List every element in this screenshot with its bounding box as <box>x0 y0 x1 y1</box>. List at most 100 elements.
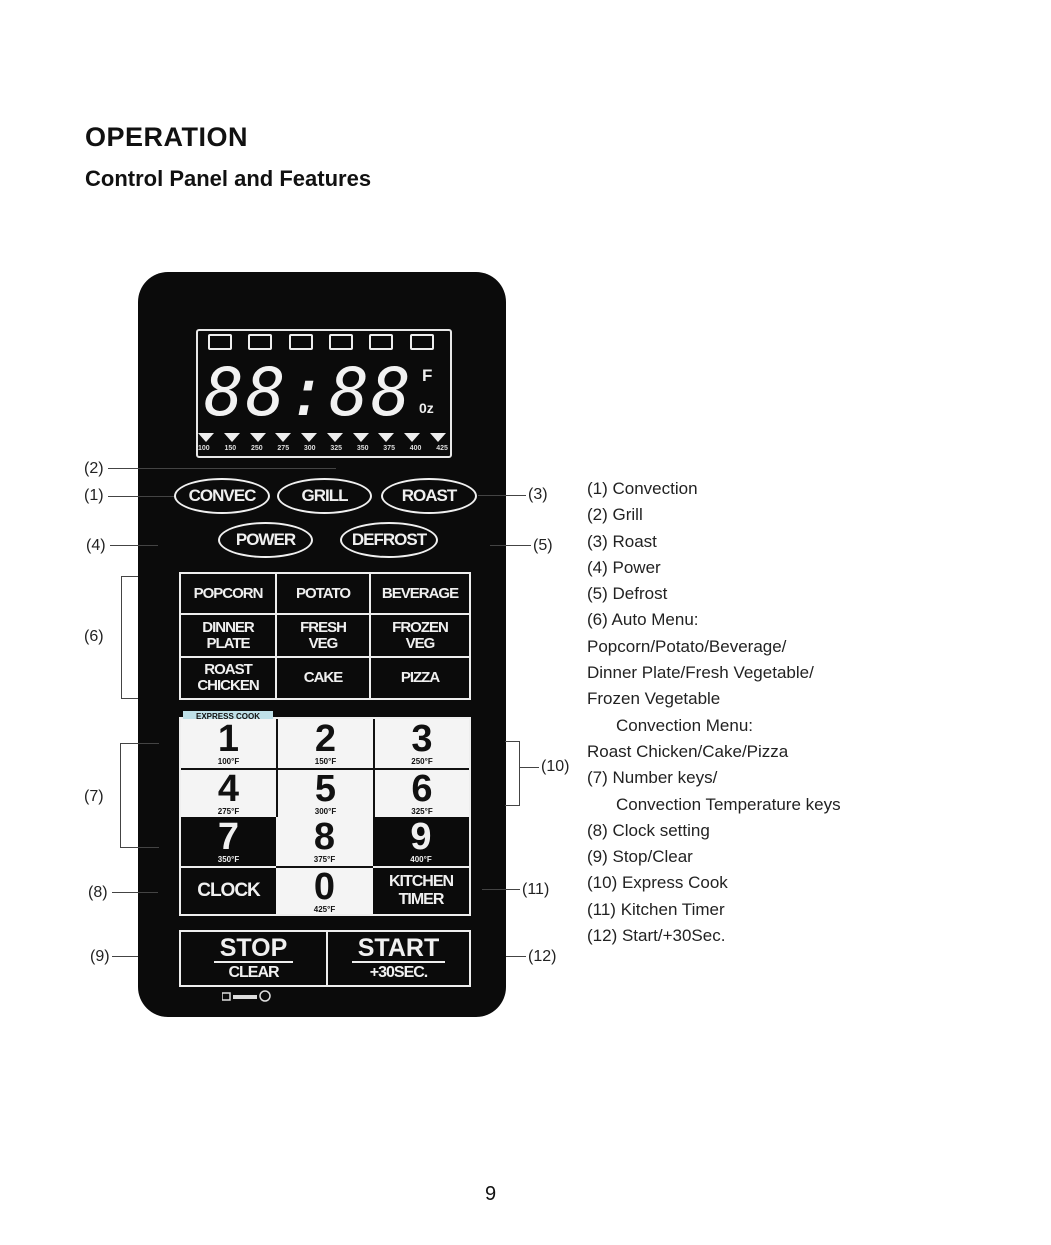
temp-label: 325 <box>330 445 343 452</box>
start-label: START <box>351 935 446 963</box>
indicator-triangle-icon <box>223 433 240 442</box>
legend-item: (10) Express Cook <box>587 873 728 893</box>
bracket-10 <box>505 741 520 806</box>
callout-8: (8) <box>88 884 108 901</box>
temp-label: 150 <box>224 445 237 452</box>
temp-label: 250 <box>250 445 263 452</box>
page-number: 9 <box>485 1183 497 1205</box>
grill-mode-icon <box>288 334 313 350</box>
plus30-label: +30SEC. <box>369 963 428 981</box>
indicator-triangle-icon <box>404 433 421 442</box>
indicator-triangle-icon <box>378 433 395 442</box>
potato-button[interactable]: POTATO <box>296 584 351 602</box>
number-key-3[interactable]: 3 250°F <box>373 719 469 768</box>
key-temp: 300°F <box>314 807 337 816</box>
convec-button[interactable]: CONVEC <box>174 478 270 514</box>
indicator-triangle-icon <box>249 433 266 442</box>
roast-chicken-button[interactable]: ROAST CHICKEN <box>181 658 275 698</box>
fresh-veg-button[interactable]: FRESH VEG <box>277 615 369 656</box>
leader-line <box>506 956 526 957</box>
leader-line <box>108 496 174 497</box>
stop-clear-button[interactable]: STOP CLEAR <box>181 932 326 985</box>
kitchen-timer-button[interactable]: KITCHEN TIMER <box>373 866 469 914</box>
leader-line <box>490 545 531 546</box>
indicator-triangle-icon <box>352 433 369 442</box>
temp-label: 425 <box>436 445 448 452</box>
callout-9: (9) <box>90 948 110 965</box>
number-key-4[interactable]: 4 275°F <box>181 768 276 817</box>
callout-1: (1) <box>84 487 104 504</box>
key-digit: 9 <box>410 816 432 858</box>
key-temp: 425°F <box>313 904 336 914</box>
display-unit-f: F <box>422 366 433 385</box>
legend-item: (11) Kitchen Timer <box>587 899 725 919</box>
callout-11: (11) <box>522 881 550 898</box>
kitchen-timer-line1: KITCHEN <box>388 873 454 890</box>
pizza-button[interactable]: PIZZA <box>400 669 440 686</box>
number-key-0[interactable]: 0 425°F <box>276 866 373 914</box>
number-key-2[interactable]: 2 150°F <box>276 719 373 768</box>
clock-button[interactable]: CLOCK <box>181 866 276 914</box>
legend-item: (7) Number keys/ <box>587 768 718 788</box>
start-button[interactable]: START +30SEC. <box>328 932 469 985</box>
section-subtitle: Control Panel and Features <box>85 166 372 191</box>
frozen-veg-line2: VEG <box>405 634 436 652</box>
grill-button[interactable]: GRILL <box>277 478 372 514</box>
key-temp: 100°F <box>217 757 240 766</box>
bracket-6 <box>121 576 138 699</box>
dinner-plate-button[interactable]: DINNER PLATE <box>181 615 275 656</box>
callout-5: (5) <box>533 537 553 554</box>
lcd-display <box>196 329 452 458</box>
grid-divider <box>181 656 469 658</box>
temp-label: 100 <box>198 445 210 452</box>
grid-divider <box>275 574 277 698</box>
clear-label: CLEAR <box>228 963 279 981</box>
number-key-9[interactable]: 9 400°F <box>373 817 469 866</box>
callout-10: (10) <box>541 758 570 775</box>
roast-button[interactable]: ROAST <box>381 478 477 514</box>
key-temp: 275°F <box>217 807 240 816</box>
legend-item: (6) Auto Menu: <box>587 610 699 630</box>
defrost-button[interactable]: DEFROST <box>340 522 438 558</box>
legend-item: Roast Chicken/Cake/Pizza <box>587 741 789 761</box>
temperature-indicator-row <box>198 433 446 442</box>
number-key-6[interactable]: 6 325°F <box>373 768 469 817</box>
key-digit: 6 <box>411 768 433 810</box>
dinner-plate-line2: PLATE <box>206 634 250 652</box>
beverage-button[interactable]: BEVERAGE <box>381 584 459 602</box>
legend-item: (8) Clock setting <box>587 820 710 840</box>
key-digit: 3 <box>411 718 433 760</box>
key-digit: 2 <box>314 718 337 760</box>
number-key-1[interactable]: 1 100°F <box>181 719 276 768</box>
temp-label: 375 <box>383 445 395 452</box>
leader-line <box>108 468 336 469</box>
convection-mode-icon <box>208 334 233 350</box>
child-lock-icon <box>221 989 272 1003</box>
stop-label: STOP <box>213 935 294 963</box>
stop-start-block <box>179 930 471 987</box>
roast-chicken-line2: CHICKEN <box>197 677 259 694</box>
cake-button[interactable]: CAKE <box>303 669 344 686</box>
callout-4: (4) <box>86 537 106 554</box>
power-button[interactable]: POWER <box>218 522 313 558</box>
indicator-triangle-icon <box>275 433 292 442</box>
key-temp: 400°F <box>410 855 432 864</box>
key-digit: 7 <box>217 816 240 858</box>
temp-label: 300 <box>303 445 316 452</box>
callout-12: (12) <box>528 948 557 965</box>
key-digit: 5 <box>314 768 337 810</box>
fresh-veg-line1: FRESH <box>300 618 347 636</box>
popcorn-button[interactable]: POPCORN <box>193 584 264 602</box>
legend-item: Convection Temperature keys <box>616 794 841 814</box>
section-title: OPERATION <box>85 122 249 152</box>
frozen-veg-button[interactable]: FROZEN VEG <box>371 615 469 656</box>
display-unit-oz: 0z <box>419 400 434 416</box>
number-key-5[interactable]: 5 300°F <box>276 768 373 817</box>
leader-line <box>482 889 520 890</box>
grid-divider <box>326 932 328 985</box>
temp-label: 400 <box>409 445 422 452</box>
number-key-7[interactable]: 7 350°F <box>181 817 276 866</box>
fan-mode-icon <box>248 334 273 350</box>
dinner-plate-line1: DINNER <box>202 618 255 636</box>
number-key-8[interactable]: 8 375°F <box>276 817 373 866</box>
